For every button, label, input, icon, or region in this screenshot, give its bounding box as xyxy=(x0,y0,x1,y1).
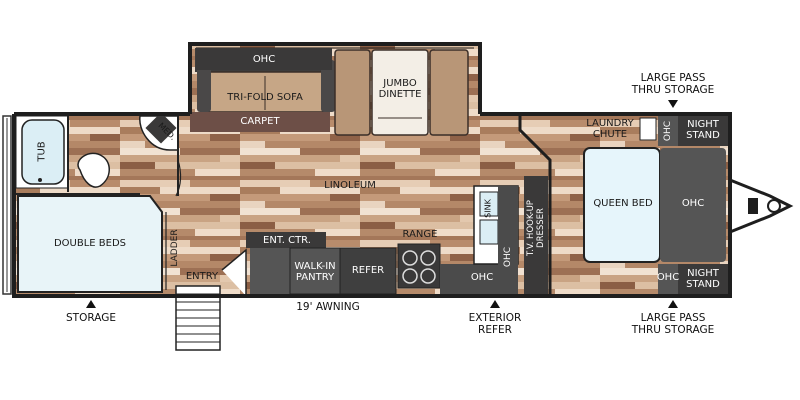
ohc-top-label: OHC xyxy=(252,54,276,65)
awning-label: 19' AWNING xyxy=(296,301,360,313)
ent-ctr-block xyxy=(246,232,326,248)
ohc-nightstand-bottom-label: OHC xyxy=(656,272,680,283)
tub xyxy=(21,119,65,185)
sofa-arm-right xyxy=(321,60,335,112)
slide-wall xyxy=(188,42,482,114)
hitch-ball xyxy=(767,199,781,213)
large-pass-thru-storage-top-label: LARGE PASS THRU STORAGE xyxy=(631,72,715,96)
laundry-chute xyxy=(639,117,657,141)
carpet-label: CARPET xyxy=(240,116,280,127)
range-burner xyxy=(402,268,418,284)
refer-label: REFER xyxy=(351,265,385,276)
laundry-chute-label: LAUNDRY CHUTE xyxy=(586,118,634,140)
pantry-block xyxy=(250,248,290,294)
bedroom-wall xyxy=(518,116,552,296)
tv-dresser xyxy=(524,176,548,296)
entry-wall xyxy=(221,248,247,296)
large-pass-thru-storage-bottom-label: LARGE PASS THRU STORAGE xyxy=(631,312,715,336)
range-burner xyxy=(420,250,436,266)
hitch xyxy=(729,178,794,234)
carpet-area xyxy=(190,112,330,132)
ladder-label: LADDER xyxy=(170,229,180,267)
night-stand-bottom xyxy=(678,264,728,294)
jumbo-dinette-label: JUMBO DINETTE xyxy=(378,78,422,100)
arrow-up-icon xyxy=(668,300,678,308)
linoleum-label: LINOLEUM xyxy=(324,180,376,191)
ohc-vertical-label: OHC xyxy=(503,246,513,268)
arrow-up-icon xyxy=(86,300,96,308)
arrow-down-icon xyxy=(668,100,678,108)
tub-label: TUB xyxy=(36,141,48,162)
med-cabinet-box xyxy=(145,112,177,144)
range-burner xyxy=(402,250,418,266)
night-stand-bottom-label: NIGHT STAND xyxy=(686,268,720,290)
toilet xyxy=(77,152,110,188)
slide-ohc-strip xyxy=(196,48,332,70)
night-stand-top xyxy=(678,116,728,146)
range-burner xyxy=(420,268,436,284)
tub-drain xyxy=(38,178,42,182)
ohc-nightstand-top-label: OHC xyxy=(663,120,673,142)
sofa-arm-left xyxy=(197,60,211,112)
sink-basin xyxy=(479,219,499,245)
walk-in-pantry xyxy=(289,247,341,295)
range-label: RANGE xyxy=(402,229,438,240)
sink-label: SINK xyxy=(483,199,493,218)
exterior-refer-label: EXTERIOR REFER xyxy=(468,312,522,336)
night-stand-top-label: NIGHT STAND xyxy=(686,119,720,141)
dinette-bench-right xyxy=(429,49,469,136)
ohc-nightstand-bottom xyxy=(658,264,678,294)
dinette-bench-left xyxy=(334,49,371,136)
arrow-up-icon xyxy=(490,300,500,308)
ent-ctr-label: ENT. CTR. xyxy=(263,235,311,246)
tv-hookup-dresser-label: T.V. HOOK-UP DRESSER xyxy=(526,200,546,256)
tri-fold-sofa-label: TRI-FOLD SOFA xyxy=(227,92,303,103)
range xyxy=(397,243,441,289)
kitchen-counter xyxy=(440,264,518,294)
storage-label: STORAGE xyxy=(66,312,116,324)
ohc-nightstand-top xyxy=(658,116,678,146)
double-beds-label: DOUBLE BEDS xyxy=(53,238,127,249)
walk-in-pantry-label: WALK-IN PANTRY xyxy=(294,261,336,283)
outer-wall xyxy=(12,112,732,298)
ohc-over-bed xyxy=(660,148,726,262)
hitch-jack xyxy=(748,198,758,214)
ohc-kitchen-label: OHC xyxy=(470,272,494,283)
dinette-table xyxy=(371,49,429,136)
double-beds xyxy=(17,195,163,293)
entry-label: ENTRY xyxy=(185,271,219,282)
ohc-kitchen-vertical xyxy=(498,186,518,266)
queen-bed-label: QUEEN BED xyxy=(593,198,653,209)
ohc-bed-label: OHC xyxy=(681,198,705,209)
